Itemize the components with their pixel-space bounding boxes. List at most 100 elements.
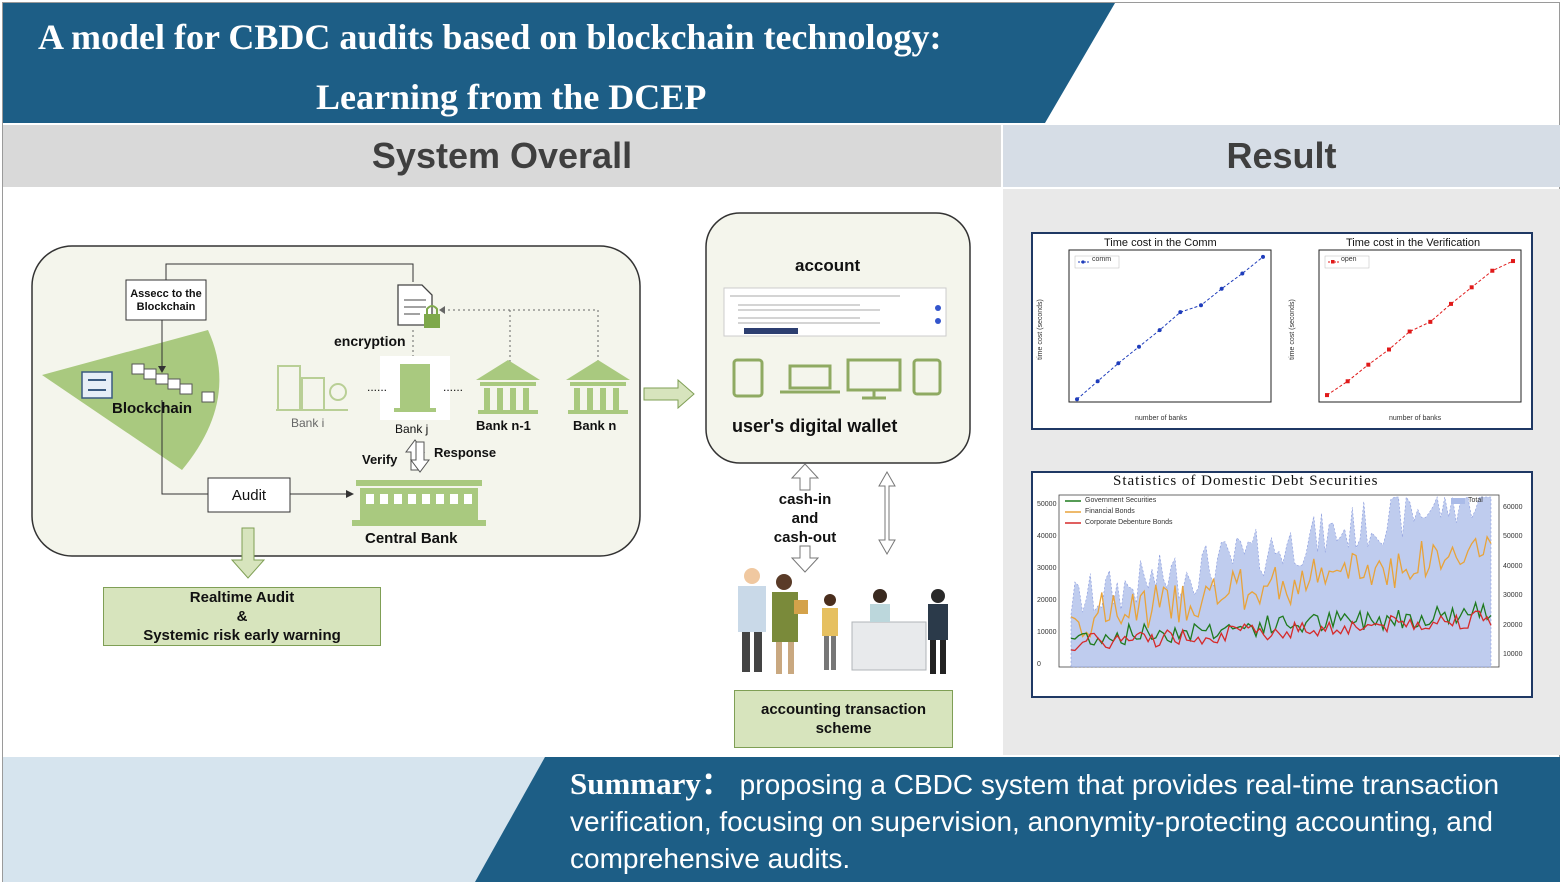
bank-i-label: Bank i (291, 416, 325, 430)
chart2-point-4 (1407, 329, 1412, 334)
accounting-scheme-box: accounting transaction scheme (734, 690, 953, 748)
y-right-tick: 10000 (1503, 651, 1523, 658)
audit-box (207, 477, 291, 513)
bank-n1-label: Bank n-1 (476, 418, 531, 433)
chart1-markers (1075, 254, 1265, 402)
cash-out-text: cash-out (773, 529, 837, 546)
y-left-tick: 30000 (1037, 565, 1057, 572)
and-text: and (791, 510, 819, 527)
document-lock-icon (397, 284, 440, 328)
right-arrow (643, 378, 695, 410)
time-cost-charts (1068, 249, 1522, 403)
cash-in-text: cash-in (778, 491, 832, 508)
chart2-ylabel: time cost (seconds) (1288, 299, 1296, 360)
wallet-label: user's digital wallet (732, 416, 898, 436)
blockchain-sector (42, 330, 220, 470)
chart2-legend-label: open (1341, 256, 1357, 263)
chart2-point-9 (1511, 259, 1515, 264)
y-left-tick: 20000 (1037, 597, 1057, 604)
y-left-tick: 50000 (1037, 501, 1057, 508)
bank-n-icon (566, 360, 630, 414)
realtime-audit-box: Realtime Audit & Systemic risk early war… (103, 587, 381, 646)
y-left-tick: 10000 (1037, 629, 1057, 636)
chart1-ylabel: time cost (seconds) (1036, 299, 1044, 360)
chart1-point-6 (1199, 303, 1203, 308)
summary-colon: ： (700, 766, 732, 801)
summary-label: Summary (570, 766, 701, 801)
chart1-legend-label: comm (1092, 256, 1112, 263)
blockchain-label: Blockchain (112, 400, 193, 417)
verify-label: Verify (362, 452, 398, 467)
total-area (1070, 495, 1492, 668)
audit-label: Audit (231, 487, 267, 504)
ampersand-label: & (236, 608, 248, 625)
chart2-title: Time cost in the Verification (1346, 237, 1481, 249)
chart1-title: Time cost in the Comm (1104, 237, 1217, 249)
chart2-legend (1324, 255, 1370, 269)
corporate-bonds-line (1070, 610, 1492, 652)
chart1-point-8 (1240, 271, 1245, 276)
chart1-point-2 (1116, 361, 1121, 366)
wallet-panel (705, 212, 971, 464)
blockchain-panel (31, 245, 641, 557)
y-right-tick: 50000 (1503, 533, 1523, 540)
legend-gov: Government Securities (1085, 497, 1157, 504)
legend-total: Total (1468, 497, 1483, 504)
section-result: Result (1003, 125, 1560, 187)
chart1-plot-frame (1068, 249, 1272, 403)
y-right-tick: 40000 (1503, 562, 1523, 570)
y-right-tick: 60000 (1503, 503, 1523, 511)
legend-corp: Corporate Debenture Bonds (1085, 519, 1173, 526)
legend-fin: Financial Bonds (1085, 508, 1135, 515)
y-left-tick: 40000 (1037, 533, 1057, 540)
chart2-point-5 (1428, 319, 1433, 324)
bank-n-label: Bank n (573, 418, 617, 433)
scheme-line-1: accounting transaction (760, 701, 927, 718)
bank-n1-icon (476, 360, 540, 414)
chart1-point-5 (1178, 310, 1183, 315)
encryption-label: encryption (334, 333, 406, 349)
down-arrow (230, 527, 266, 579)
chart1-series-line (1076, 256, 1264, 400)
section-system-overall: System Overall (3, 125, 1001, 187)
chart2-plot-frame (1318, 249, 1522, 403)
chart2-point-3 (1387, 347, 1391, 352)
y-left-tick: 0 (1037, 661, 1041, 668)
debt-securities-chart (1058, 494, 1500, 668)
bank-j-icon (394, 364, 436, 412)
chart2-point-1 (1345, 379, 1350, 384)
chart2-point-7 (1469, 285, 1474, 290)
chart2-point-6 (1449, 301, 1453, 306)
y-right-tick: 20000 (1503, 621, 1523, 629)
system-diagram (31, 212, 971, 674)
cash-in-out-label: cash-in and cash-out (770, 490, 840, 547)
verify-response-arrows (405, 439, 430, 473)
chart2-point-0 (1325, 393, 1329, 398)
debt-chart-title: Statistics of Domestic Debt Securities (1113, 473, 1379, 489)
devices-icons (732, 358, 942, 400)
title-line-2: Learning from the DCEP (316, 77, 707, 117)
realtime-audit-label: Realtime Audit (189, 589, 295, 606)
chart1-point-3 (1137, 344, 1141, 349)
cash-in-out-arrows (790, 463, 820, 573)
chart2-markers (1325, 259, 1515, 398)
block-chain-cubes (131, 363, 215, 403)
government-securities-line (1070, 600, 1492, 646)
response-label: Response (434, 445, 497, 460)
chart1-point-9 (1261, 254, 1265, 259)
chart2-point-8 (1490, 268, 1495, 273)
chart1-point-7 (1219, 286, 1224, 291)
dots-right: ...... (443, 380, 464, 394)
chart1-point-4 (1157, 328, 1162, 333)
chart2-xlabel: number of banks (1389, 415, 1442, 422)
summary-text: Summary： proposing a CBDC system that pr… (570, 765, 1540, 877)
chart1-legend (1074, 255, 1120, 269)
systemic-risk-label: Systemic risk early warning (143, 627, 341, 644)
central-bank-label: Central Bank (365, 530, 458, 547)
financial-bonds-line (1070, 535, 1492, 638)
people-illustration (738, 568, 948, 674)
central-bank-icon (352, 480, 486, 526)
summary-body: proposing a CBDC system that provides re… (570, 769, 1500, 874)
access-label: Assecc to the Blockchain (130, 288, 202, 313)
